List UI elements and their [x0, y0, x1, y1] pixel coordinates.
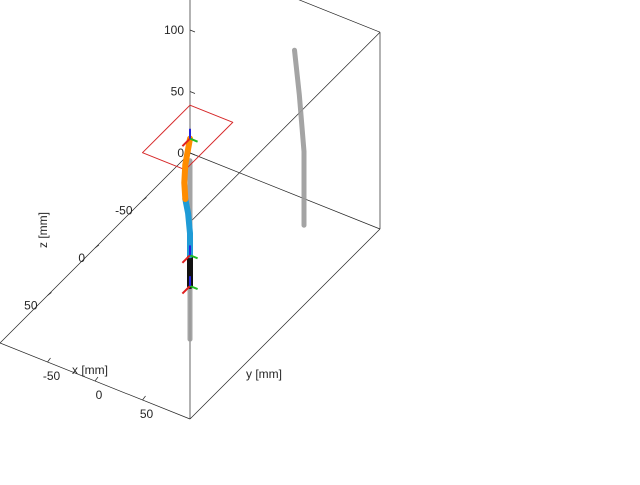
- z-axis-label: z [mm]: [36, 212, 50, 248]
- x-tick-mark: [47, 292, 52, 296]
- z-tick-label: 100: [164, 23, 184, 37]
- box-top-edge: [298, 0, 381, 33]
- box-top-edge: [189, 31, 381, 223]
- base-frame: [189, 285, 198, 290]
- z-tick-mark: [189, 152, 196, 156]
- y-tick-mark: [142, 395, 146, 401]
- x-tick-label: 0: [78, 251, 85, 265]
- joint-frame: [189, 254, 198, 260]
- y-tick-label: -50: [43, 369, 61, 383]
- z-tick-mark: [189, 91, 196, 94]
- box-floor-edge: [189, 152, 381, 230]
- tip-frame: [189, 137, 198, 143]
- robot-segment: [182, 196, 193, 259]
- y-tick-mark: [94, 376, 99, 382]
- z-tick-label: 0: [177, 146, 184, 160]
- y-tick-label: 50: [140, 407, 154, 421]
- x-tick-label: 50: [24, 299, 38, 313]
- y-tick-mark: [47, 357, 51, 363]
- base-frame: [181, 285, 191, 295]
- y-tick-label: 0: [96, 388, 103, 402]
- z-tick-label: 50: [171, 85, 185, 99]
- x-tick-label: -50: [115, 204, 133, 218]
- z-tick-mark: [189, 29, 196, 33]
- x-tick-mark: [94, 244, 100, 249]
- x-tick-mark: [142, 197, 147, 201]
- robot-segment: [181, 135, 193, 202]
- box-floor-edge: [189, 228, 381, 420]
- x-axis-label: x [mm]: [72, 363, 108, 377]
- joint-frame: [181, 254, 191, 264]
- tip-frame: [181, 137, 191, 147]
- y-axis-label: y [mm]: [246, 367, 282, 381]
- post-rod: [292, 47, 307, 228]
